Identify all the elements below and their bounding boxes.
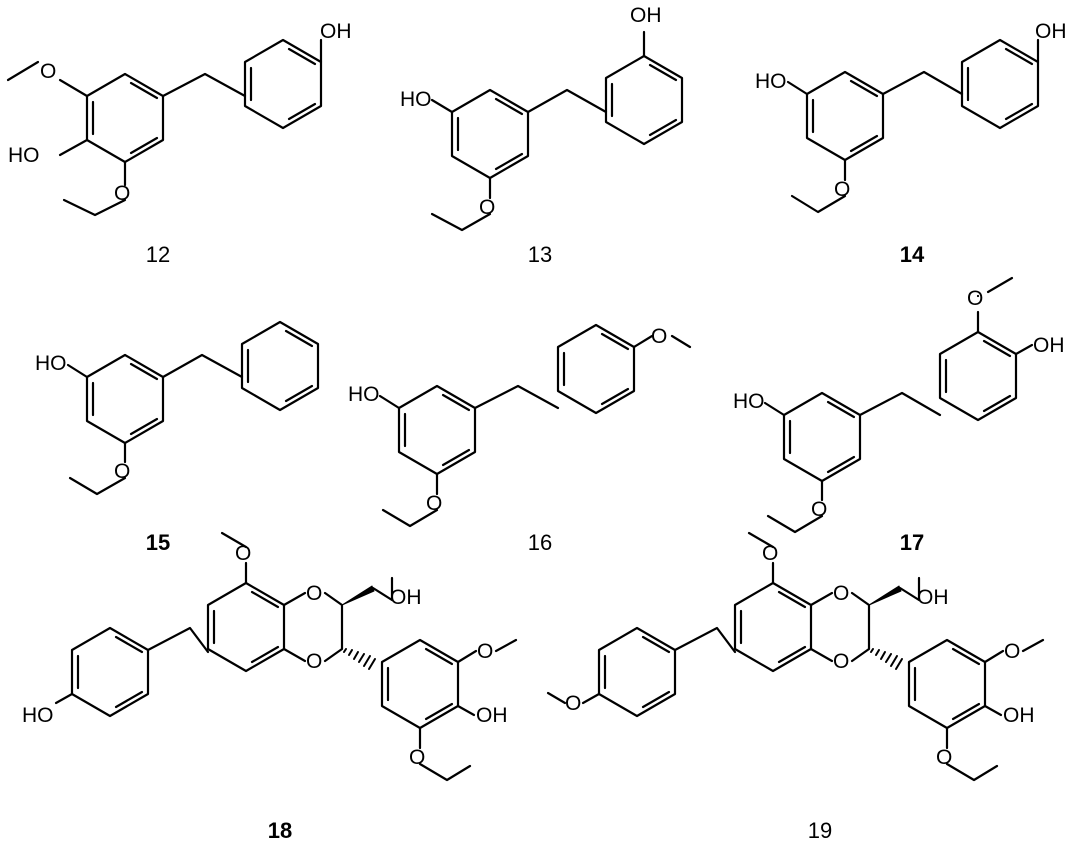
atom-label: HO	[400, 88, 432, 111]
compound-number-19: 19	[808, 818, 832, 843]
atom-label: OH	[1033, 334, 1065, 357]
atom-label: O	[651, 325, 667, 348]
atom-label: O	[306, 650, 322, 673]
atom-label: O	[40, 60, 56, 83]
structure-18: O OH O O O HO OH O 18	[22, 531, 518, 843]
atom-label: O	[477, 640, 493, 663]
atom-label: O	[565, 692, 581, 715]
structure-15: HO O 15	[35, 320, 320, 555]
atom-label: HO	[22, 704, 54, 727]
atom-label: O	[409, 746, 425, 769]
compound-number-17: 17	[900, 530, 924, 555]
atom-label: OH	[917, 586, 949, 609]
atom-label: HO	[348, 383, 380, 406]
atom-label: O	[833, 650, 849, 673]
atom-label: O	[811, 498, 827, 521]
atom-label: O	[1004, 640, 1020, 663]
atom-label: O	[833, 582, 849, 605]
atom-label: O	[936, 746, 952, 769]
atom-label: HO	[35, 352, 67, 375]
atom-label: O	[834, 178, 850, 201]
atom-label: O	[426, 492, 442, 515]
atom-label: OH	[390, 586, 422, 609]
compound-number-16: 16	[528, 530, 552, 555]
atom-label: OH	[320, 20, 352, 43]
atom-label: HO	[755, 70, 787, 93]
compound-number-14: 14	[900, 242, 925, 267]
structure-12: OH O HO O 12	[6, 20, 352, 267]
structure-14: OH HO O 14	[755, 20, 1065, 267]
atom-label: O	[762, 542, 778, 565]
compound-number-12: 12	[146, 242, 170, 267]
atom-label: HO	[8, 144, 40, 167]
structure-19: O OH O O O O OH O 19	[546, 531, 1045, 843]
atom-label: OH	[630, 4, 662, 27]
atom-label: HO	[733, 390, 765, 413]
atom-label: O	[306, 582, 322, 605]
atom-label: O	[235, 542, 251, 565]
atom-label: OH	[476, 704, 508, 727]
structure-16: HO O O 16	[348, 323, 692, 555]
compound-number-18: 18	[268, 818, 292, 843]
structure-17: O OH HO O 17	[733, 276, 1065, 555]
atom-label: O	[967, 287, 983, 310]
atom-label: OH	[1003, 704, 1035, 727]
compound-number-13: 13	[528, 242, 552, 267]
atom-label: OH	[1035, 20, 1065, 43]
atom-label: O	[114, 460, 130, 483]
atom-label: O	[479, 196, 495, 219]
structure-13: OH HO O 13	[400, 4, 684, 267]
compound-number-15: 15	[146, 530, 170, 555]
atom-label: O	[114, 182, 130, 205]
